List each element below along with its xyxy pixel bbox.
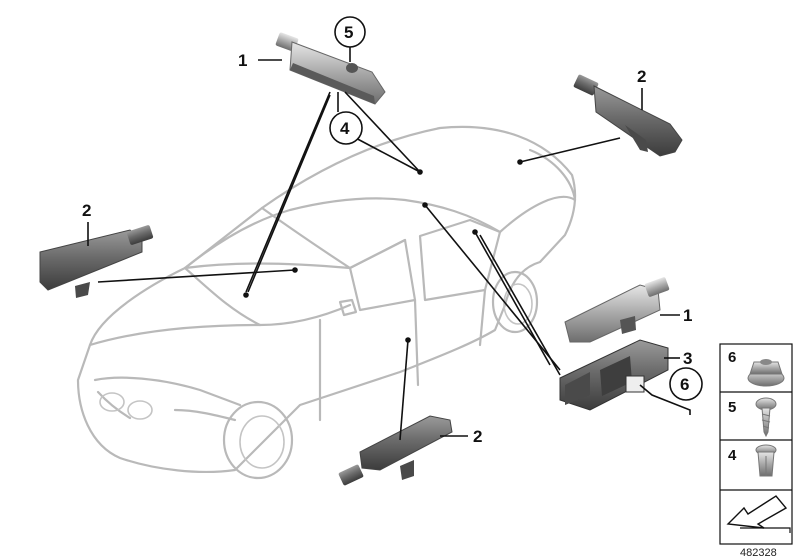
- callout-5-circle: [334, 16, 366, 48]
- car-outline: [76, 125, 577, 480]
- antenna-module-bottom: [338, 415, 453, 486]
- callout-3: 3: [683, 349, 692, 368]
- leader-lines: [87, 46, 691, 441]
- callout-2-bottom: 2: [473, 427, 482, 446]
- callout-6-circle: [669, 367, 703, 401]
- antenna-module-top-right: [573, 74, 683, 157]
- antenna-module-top: [275, 32, 386, 105]
- legend-number-4: 4: [728, 447, 737, 464]
- antenna-module-left: [39, 225, 154, 298]
- legend-number-5: 5: [728, 399, 736, 416]
- callouts: 1 5 4 2 2 1 3 6 2: [82, 16, 703, 446]
- callout-4-circle: [329, 111, 363, 145]
- diagram-reference-number: 482328: [740, 547, 777, 559]
- plastic-expanding-rivet-icon: [755, 444, 777, 477]
- mounting-bracket: [559, 339, 669, 411]
- callout-6: 6: [680, 375, 689, 394]
- screw-icon: [755, 397, 777, 438]
- callout-4: 4: [340, 119, 350, 138]
- callout-2-top-right: 2: [637, 67, 646, 86]
- antenna-module-right: [564, 277, 670, 343]
- callout-2-left: 2: [82, 201, 91, 220]
- callout-1-right: 1: [683, 306, 692, 325]
- callout-5: 5: [344, 23, 353, 42]
- fastener-legend: 6 5 4: [719, 343, 793, 545]
- direction-arrow-icon: [726, 495, 791, 533]
- flange-nut-icon: [747, 359, 785, 387]
- legend-number-6: 6: [728, 349, 736, 366]
- callout-1-top: 1: [238, 51, 247, 70]
